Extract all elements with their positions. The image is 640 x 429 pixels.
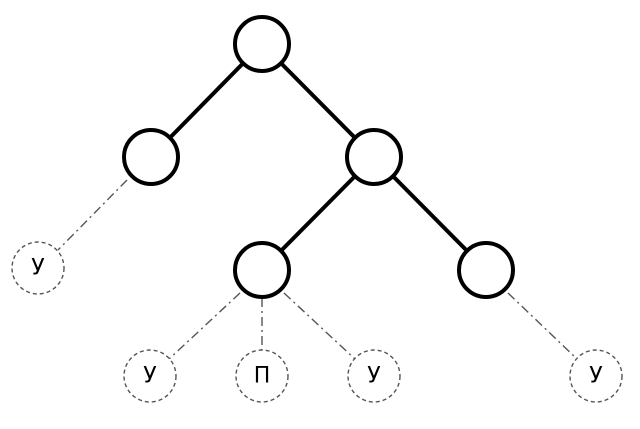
leaf-circle bbox=[235, 349, 289, 403]
leaf-label: У bbox=[589, 364, 603, 389]
leaf-node-left: У bbox=[11, 241, 65, 295]
node-right-right bbox=[457, 241, 515, 299]
node-right-left bbox=[233, 241, 291, 299]
node-right bbox=[345, 128, 403, 186]
leaf-label: У bbox=[367, 364, 381, 389]
leaf-circle bbox=[123, 349, 177, 403]
leaf-circle bbox=[11, 241, 65, 295]
solid-edges bbox=[149, 42, 488, 272]
node-left bbox=[122, 128, 180, 186]
dashed-edges bbox=[57, 179, 579, 361]
leaf-circle bbox=[347, 349, 401, 403]
leaf-circle bbox=[569, 349, 623, 403]
leaf-node-rl-middle: П bbox=[235, 349, 289, 403]
leaf-node-rr: У bbox=[569, 349, 623, 403]
leaf-label: У bbox=[143, 364, 157, 389]
leaf-node-rl-left: У bbox=[123, 349, 177, 403]
leaf-label: П bbox=[254, 364, 271, 389]
internal-nodes bbox=[122, 15, 515, 299]
leaf-node-rl-right: У bbox=[347, 349, 401, 403]
leaf-label: У bbox=[31, 256, 45, 281]
edge-left-leaf bbox=[57, 179, 128, 251]
node-root bbox=[233, 15, 291, 73]
edge-rl-leaf-right bbox=[283, 292, 357, 361]
leaf-nodes: У У П У У bbox=[11, 241, 623, 403]
edge-rr-leaf bbox=[507, 292, 579, 361]
edge-rl-leaf-left bbox=[167, 292, 241, 361]
